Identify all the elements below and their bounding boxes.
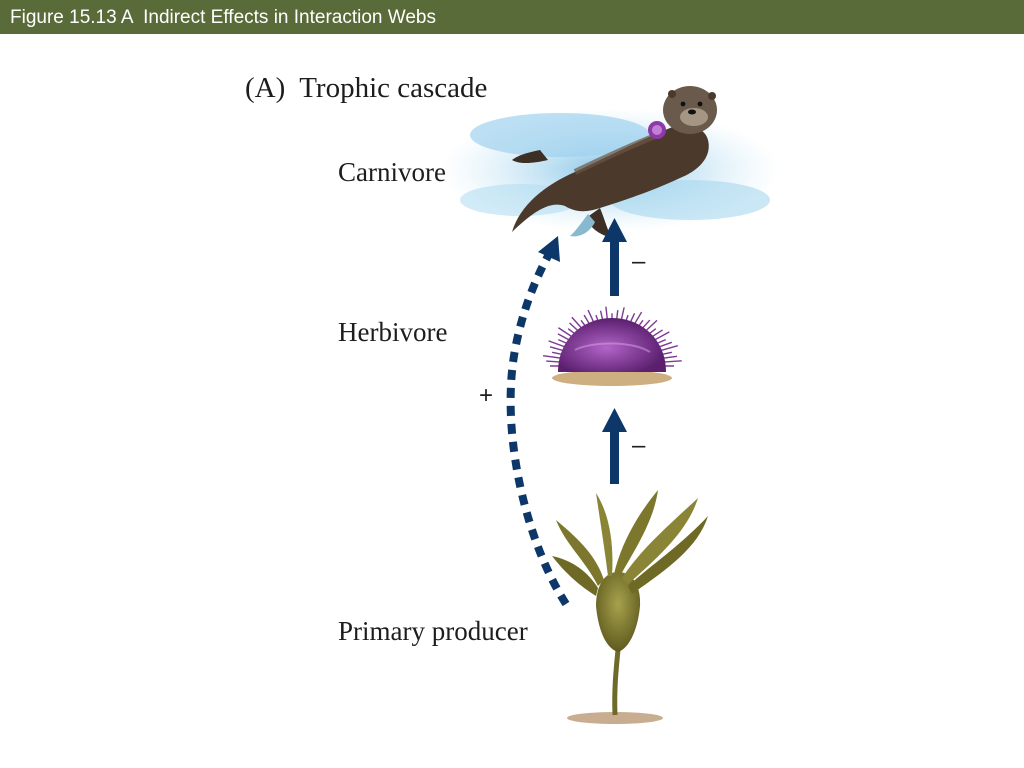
panel-title: (A) Trophic cascade [245,72,487,105]
primary-producer-label: Primary producer [338,616,528,647]
indirect-effect-arrow [511,236,566,604]
direct-effect-arrow-lower [602,408,627,484]
negative-effect-sign-upper: – [632,248,645,276]
sea-urchin-icon [543,307,682,386]
positive-effect-sign: + [479,382,493,410]
kelp-icon [552,490,708,724]
carnivore-label: Carnivore [338,157,446,188]
herbivore-label: Herbivore [338,317,447,348]
negative-effect-sign-lower: – [632,432,645,460]
